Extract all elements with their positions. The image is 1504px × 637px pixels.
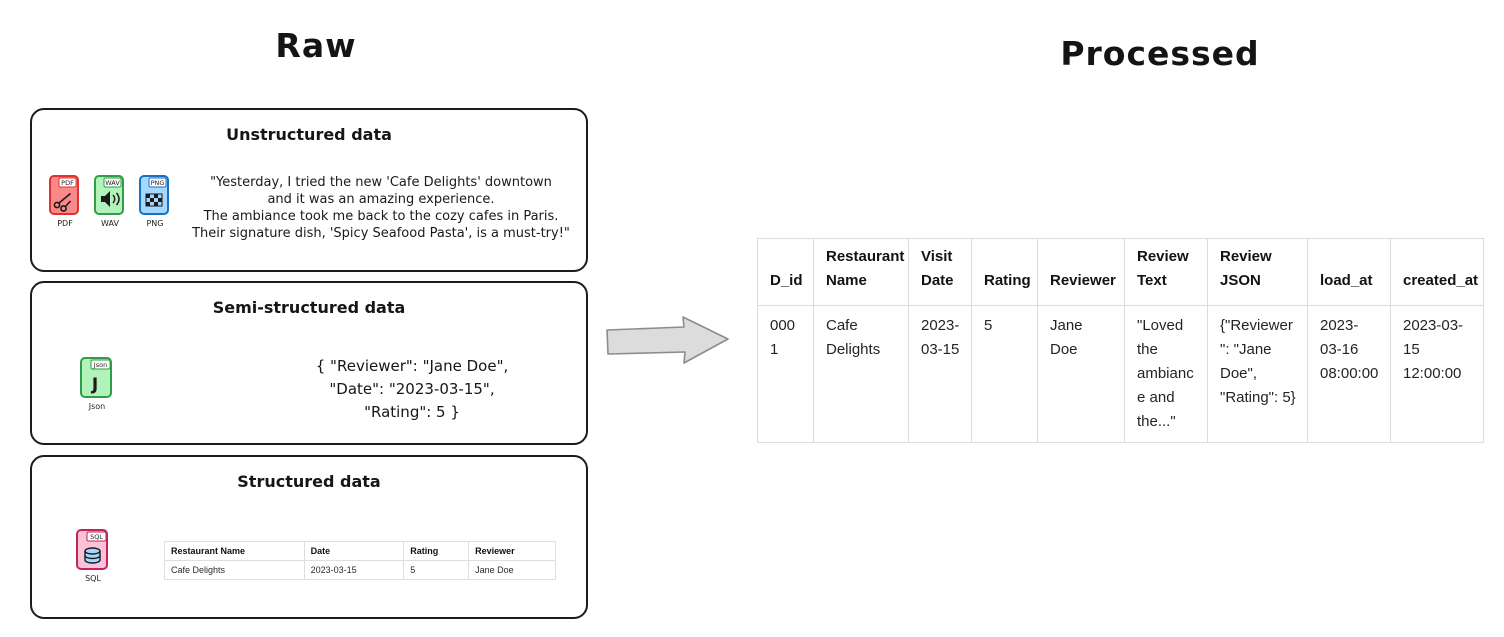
processed-table-row: 0001 Cafe Delights 2023-03-15 5 Jane Doe… — [757, 305, 1484, 443]
raw-title: Raw — [275, 26, 357, 65]
sql-badge-label: SQL — [90, 533, 103, 541]
wav-icon: WAV — [94, 175, 124, 215]
wav-label: WAV — [101, 219, 119, 228]
file-icons-group: PDF PDF WAV — [47, 172, 173, 228]
mini-table-cell: Jane Doe — [468, 560, 556, 580]
cell-rating: 5 — [971, 305, 1038, 443]
pdf-label: PDF — [57, 219, 73, 228]
json-label: Json — [88, 402, 106, 411]
cell-restaurant-name: Cafe Delights — [813, 305, 909, 443]
col-header-review-json: Review JSON — [1207, 238, 1308, 306]
structured-data-title: Structured data — [237, 472, 381, 491]
wav-file: WAV WAV — [92, 172, 128, 228]
json-line: "Rating": 5 } — [364, 403, 460, 421]
col-header-visit-date: Visit Date — [908, 238, 972, 306]
mini-col-header: Date — [303, 541, 405, 561]
cell-load-at: 2023-03-16 08:00:00 — [1307, 305, 1391, 443]
wav-badge-label: WAV — [105, 179, 120, 187]
png-icon: PNG — [139, 175, 169, 215]
png-file: PNG PNG — [137, 172, 173, 228]
quote-line: Their signature dish, 'Spicy Seafood Pas… — [192, 226, 570, 241]
json-icon: Json J — [80, 357, 112, 398]
mini-table-cell: 5 — [403, 560, 470, 580]
pdf-badge-label: PDF — [61, 179, 74, 187]
mini-table-header-row: Restaurant Name Date Rating Reviewer — [164, 541, 556, 561]
quote-line: and it was an amazing experience. — [267, 192, 495, 207]
semi-structured-data-box: Semi-structured data Json J Json { "Revi… — [30, 281, 588, 445]
col-header-restaurant-name: Restaurant Name — [813, 238, 909, 306]
structured-mini-table: Restaurant Name Date Rating Reviewer Caf… — [164, 541, 556, 580]
col-header-d-id: D_id — [757, 238, 814, 306]
json-line: { "Reviewer": "Jane Doe", — [315, 357, 509, 375]
cell-review-json: {"Reviewer": "Jane Doe", "Rating": 5} — [1207, 305, 1308, 443]
cell-review-text: "Loved the ambiance and the..." — [1124, 305, 1208, 443]
review-quote: "Yesterday, I tried the new 'Cafe Deligh… — [184, 174, 578, 242]
structured-data-box: Structured data SQL SQL Restaurant Name … — [30, 455, 588, 619]
unstructured-data-title: Unstructured data — [226, 125, 392, 144]
mini-table-row: Cafe Delights 2023-03-15 5 Jane Doe — [164, 560, 556, 580]
quote-line: "Yesterday, I tried the new 'Cafe Deligh… — [210, 175, 552, 190]
mini-table-cell: Cafe Delights — [164, 560, 305, 580]
sql-label: SQL — [85, 574, 101, 583]
mini-col-header: Restaurant Name — [164, 541, 305, 561]
json-badge-label: Json — [93, 361, 107, 369]
pdf-file: PDF PDF — [47, 172, 83, 228]
processed-table: D_id Restaurant Name Visit Date Rating R… — [757, 238, 1484, 443]
mini-col-header: Reviewer — [468, 541, 556, 561]
cell-created-at: 2023-03-15 12:00:00 — [1390, 305, 1484, 443]
col-header-reviewer: Reviewer — [1037, 238, 1125, 306]
png-badge-label: PNG — [151, 179, 165, 187]
cell-visit-date: 2023-03-15 — [908, 305, 972, 443]
col-header-load-at: load_at — [1307, 238, 1391, 306]
pdf-icon: PDF — [49, 175, 79, 215]
sql-database-icon: SQL — [76, 529, 108, 570]
json-snippet: { "Reviewer": "Jane Doe", "Date": "2023-… — [232, 355, 592, 424]
processed-title: Processed — [1060, 34, 1260, 73]
cell-reviewer: Jane Doe — [1037, 305, 1125, 443]
col-header-review-text: Review Text — [1124, 238, 1208, 306]
json-file: Json J Json — [78, 353, 116, 411]
raw-to-processed-arrow — [606, 316, 729, 364]
semi-structured-data-title: Semi-structured data — [212, 298, 406, 317]
quote-line: The ambiance took me back to the cozy ca… — [203, 209, 559, 224]
mini-table-cell: 2023-03-15 — [303, 560, 405, 580]
mini-col-header: Rating — [403, 541, 470, 561]
unstructured-data-box: Unstructured data PDF PDF — [30, 108, 588, 272]
col-header-rating: Rating — [971, 238, 1038, 306]
cell-d-id: 0001 — [757, 305, 814, 443]
processed-table-header-row: D_id Restaurant Name Visit Date Rating R… — [757, 238, 1484, 306]
png-label: PNG — [146, 219, 164, 228]
json-line: "Date": "2023-03-15", — [329, 380, 495, 398]
sql-file: SQL SQL — [74, 525, 112, 583]
col-header-created-at: created_at — [1390, 238, 1484, 306]
svg-text:J: J — [91, 375, 98, 395]
